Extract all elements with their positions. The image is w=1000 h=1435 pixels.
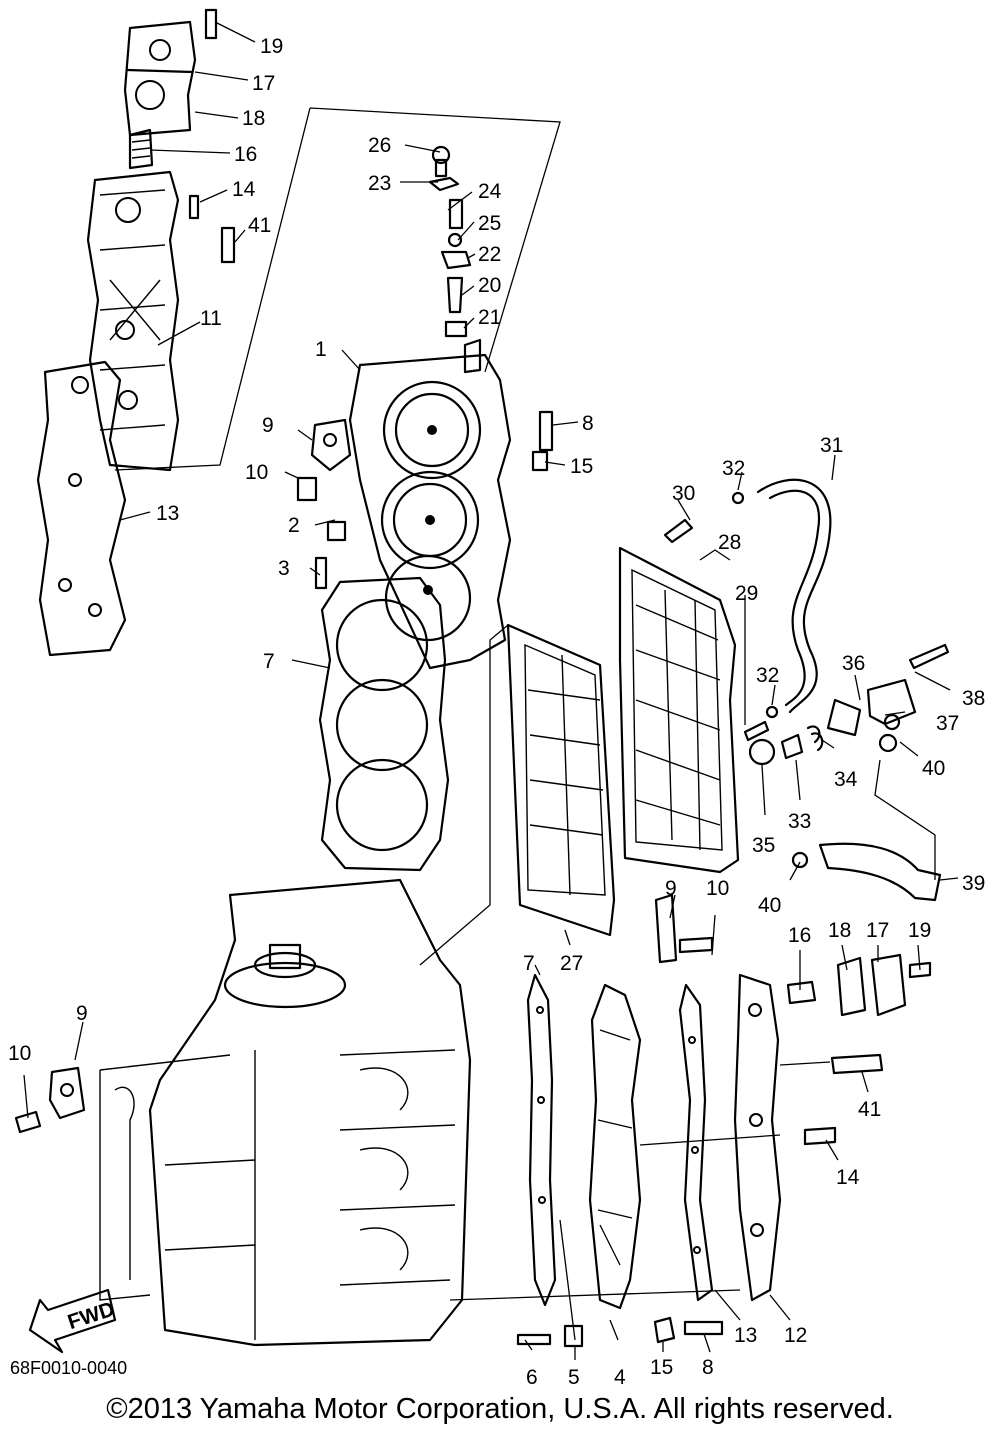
callout-labels: 19 17 18 16 14 41 11 13 26 23 24 25 22 2… [8,35,985,1389]
callout-37: 37 [936,712,959,735]
head-cover-assembly-upper [86,20,197,472]
pressure-control-hose [756,478,832,714]
callout-38: 38 [962,687,985,710]
callout-9-upper: 9 [262,414,274,437]
callout-39: 39 [962,872,985,895]
callout-17-lower: 17 [866,919,889,942]
water-hose-joint [826,643,950,753]
callout-10-middle: 10 [706,877,729,900]
head-gasket-lower [526,973,557,1307]
pressure-valve-parts [743,720,824,766]
callout-30: 30 [672,482,695,505]
callout-9-lower: 9 [76,1002,88,1025]
exhaust-cover-gasket [506,623,616,937]
callout-10-upper: 10 [245,461,268,484]
anode-cover-block [14,1066,86,1134]
lower-row-axis-lines [449,1061,831,1341]
callout-21: 21 [478,306,501,329]
callout-13-upper: 13 [156,502,179,525]
callout-32-lower: 32 [756,664,779,687]
copyright-notice: ©2013 Yamaha Motor Corporation, U.S.A. A… [106,1393,894,1425]
callout-26: 26 [368,134,391,157]
callout-20: 20 [478,274,501,297]
callout-28: 28 [718,531,741,554]
callout-23: 23 [368,172,391,195]
anode-cover-left [296,418,352,590]
gasket-to-block-line [419,624,509,966]
clips-32 [731,491,779,719]
assembly-frame-lines [114,107,561,471]
callout-8-lower: 8 [702,1356,714,1379]
bolts-right-of-head [531,410,554,472]
callout-10-lower: 10 [8,1042,31,1065]
lower-small-parts [516,893,932,1348]
callout-18-lower: 18 [828,919,851,942]
callout-leader-lines [23,21,959,1360]
cylinder-head-lower [588,983,642,1310]
callout-14-upper: 14 [232,178,256,201]
head-cover-gasket-upper [36,360,127,657]
small-bolts-upper-left [188,8,236,264]
callout-3: 3 [278,557,290,580]
callout-35: 35 [752,834,775,857]
callout-5: 5 [568,1366,580,1389]
callout-22: 22 [478,243,501,266]
callout-34: 34 [834,768,858,791]
callout-9-middle: 9 [665,877,677,900]
callout-18-upper: 18 [242,107,265,130]
fwd-arrow: FWD [28,1288,117,1354]
thermostat-cover-stack [428,145,472,338]
callout-40-lower: 40 [758,894,781,917]
callout-7-lower: 7 [523,952,535,975]
callout-1: 1 [315,338,327,361]
callout-2: 2 [288,514,300,537]
callout-14-lower: 14 [836,1166,860,1189]
callout-40-upper: 40 [922,757,945,780]
callout-8-upper: 8 [582,412,594,435]
callout-24: 24 [478,180,502,203]
callout-41-lower: 41 [858,1098,881,1121]
callout-29: 29 [735,582,758,605]
diagram-code: 68F0010-0040 [10,1358,128,1378]
callout-15-lower: 15 [650,1356,673,1379]
head-cover-lower [733,973,782,1302]
callout-11: 11 [200,307,222,330]
callout-31: 31 [820,434,843,457]
callout-12: 12 [784,1324,807,1347]
callout-15-upper: 15 [570,455,593,478]
callout-41-upper: 41 [248,214,271,237]
callout-17-upper: 17 [252,72,275,95]
cooling-water-hose [791,759,942,902]
callout-6: 6 [526,1366,538,1389]
callout-36: 36 [842,652,865,675]
bolt-30 [663,518,694,544]
callout-25: 25 [478,212,501,235]
head-cover-gasket-lower [678,983,714,1302]
callout-16-upper: 16 [234,143,257,166]
callout-13-lower: 13 [734,1324,757,1347]
crankcase-block [99,878,472,1347]
exhaust-outer-cover [618,546,740,874]
callout-32-upper: 32 [722,457,745,480]
callout-19-upper: 19 [260,35,283,58]
callout-7-upper: 7 [263,650,275,673]
callout-33: 33 [788,810,811,833]
cylinder-head [348,338,512,670]
callout-19-lower: 19 [908,919,931,942]
callout-27: 27 [560,952,583,975]
callout-16-lower: 16 [788,924,811,947]
callout-4: 4 [614,1366,626,1389]
cylinder-head-gasket [318,576,450,872]
